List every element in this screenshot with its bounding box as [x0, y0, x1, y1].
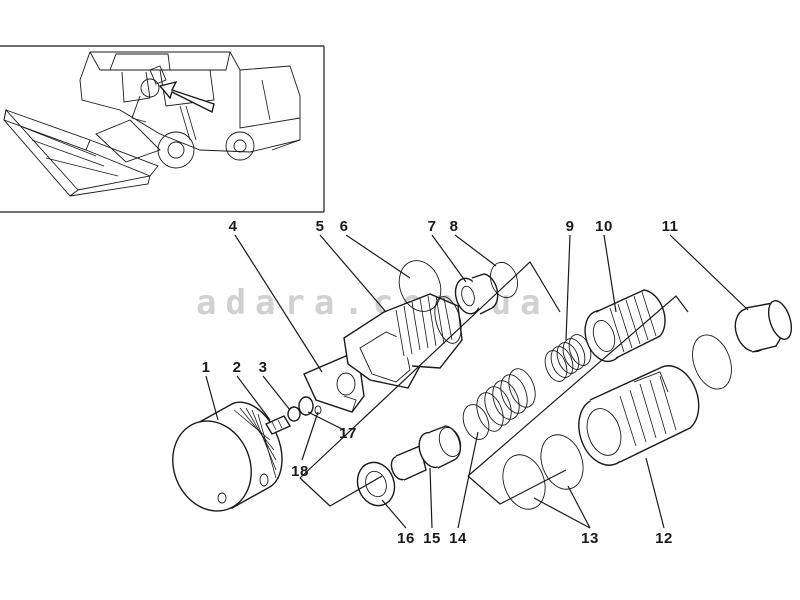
callout-13: 13 — [581, 530, 599, 547]
locator-inset — [0, 45, 325, 213]
part-18-ring — [314, 405, 322, 415]
part-2-screw — [264, 415, 292, 435]
callout-15: 15 — [423, 530, 441, 547]
callout-9: 9 — [566, 218, 575, 235]
callout-8: 8 — [450, 218, 459, 235]
part-13-o-ring-a — [502, 454, 546, 510]
part-9-spring — [544, 334, 592, 382]
callout-labels: 1 2 3 4 5 6 7 8 9 10 11 12 13 14 15 16 1… — [202, 218, 679, 547]
part-8-o-ring — [489, 261, 519, 299]
callout-4: 4 — [229, 218, 238, 235]
part-4-flange — [303, 355, 365, 413]
part-17-ring — [298, 396, 314, 416]
part-16-washer — [356, 461, 396, 507]
callout-16: 16 — [397, 530, 415, 547]
callout-17: 17 — [339, 425, 357, 442]
part-10-sleeve — [584, 289, 666, 363]
callout-5: 5 — [316, 218, 325, 235]
callout-7: 7 — [428, 218, 437, 235]
callout-11: 11 — [662, 218, 679, 235]
callout-1: 1 — [202, 359, 211, 376]
callout-3: 3 — [259, 359, 268, 376]
part-5-valve-body — [343, 293, 463, 389]
part-3-o-ring — [287, 406, 301, 422]
callout-12: 12 — [655, 530, 673, 547]
callout-18: 18 — [291, 463, 309, 480]
leader-lines — [205, 234, 749, 529]
part-15-spool — [390, 425, 462, 481]
part-13-o-ring-c — [692, 334, 732, 390]
callout-6: 6 — [340, 218, 349, 235]
part-11-end-cap — [734, 300, 793, 353]
callout-10: 10 — [595, 218, 613, 235]
part-1-cap — [172, 401, 283, 512]
part-14-spring — [462, 368, 536, 440]
part-6-o-ring — [398, 260, 442, 312]
part-13-o-ring-b — [540, 434, 584, 490]
callout-14: 14 — [449, 530, 467, 547]
combine-harvester-sketch — [3, 51, 301, 197]
part-12-large-sleeve — [578, 365, 700, 466]
callout-2: 2 — [233, 359, 242, 376]
